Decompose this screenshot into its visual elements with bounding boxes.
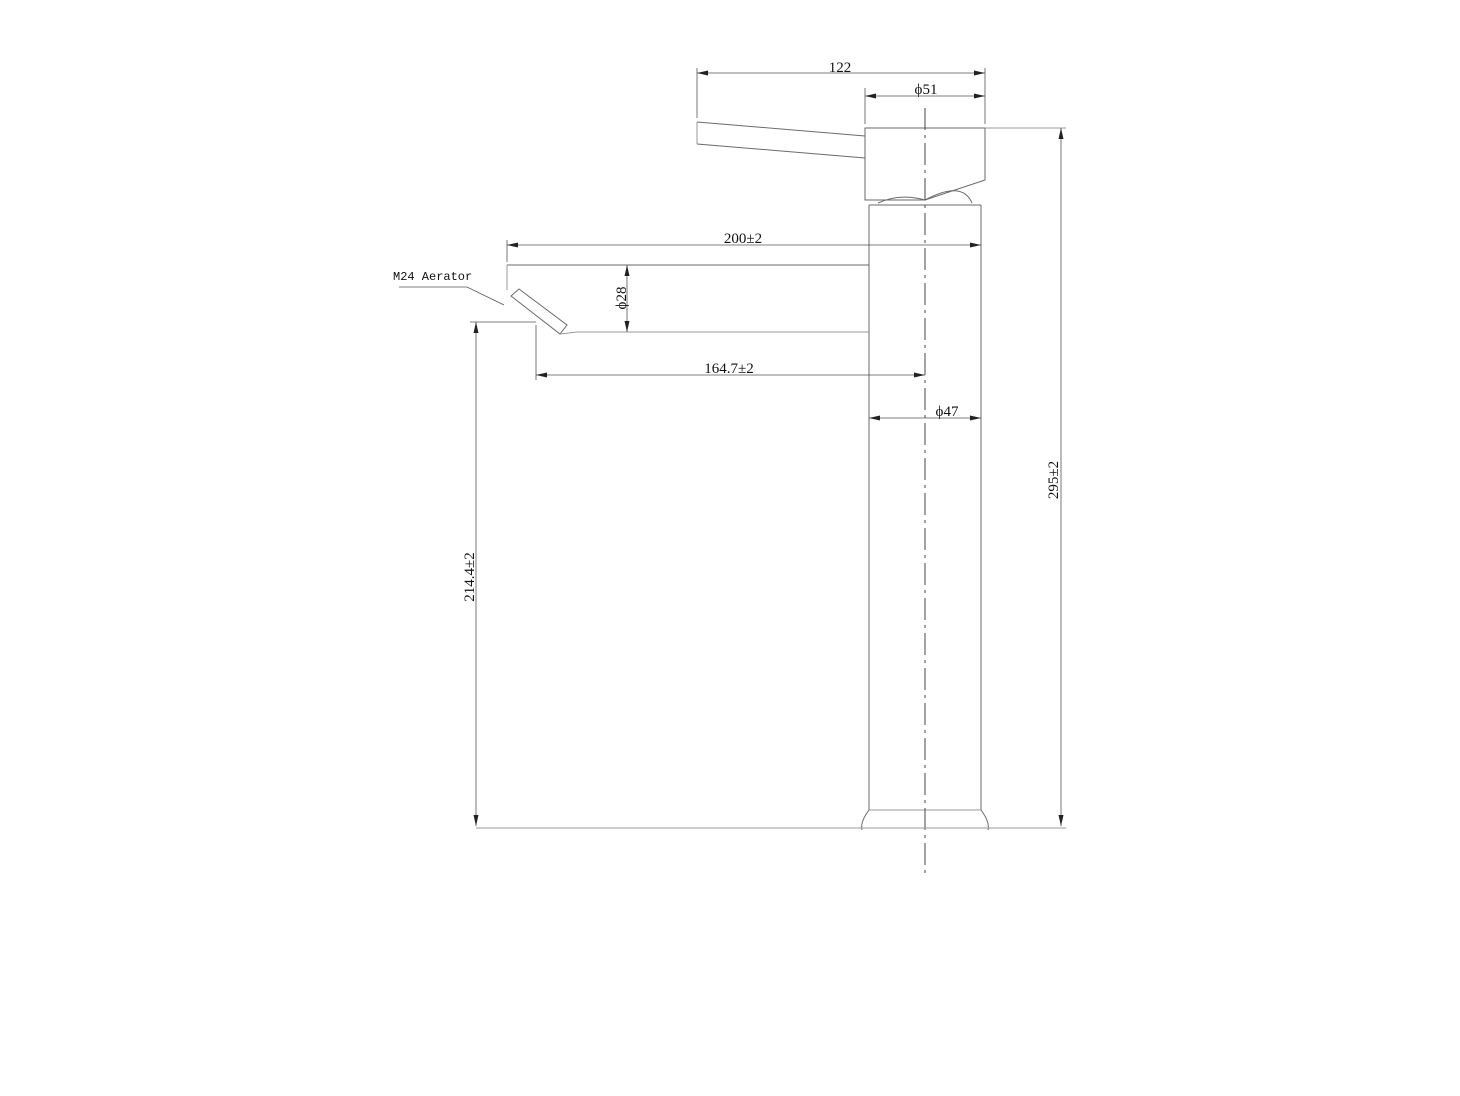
handle-block-arc-left [877, 196, 926, 204]
dim-spout-height-label: 214.4±2 [462, 552, 478, 601]
dim-total-height-label: 295±2 [1046, 461, 1062, 499]
body-base-left [861, 809, 870, 831]
dim-spout-height: 214.4±2 [462, 321, 536, 826]
aerator [510, 288, 568, 335]
aerator-callout: M24 Aerator [393, 270, 505, 306]
dim-spout-diameter-label: ϕ28 [614, 287, 630, 310]
dim-handle-length-label: 122 [829, 60, 852, 76]
dim-body-top-diameter: ϕ51 [864, 82, 985, 124]
dim-spout-reach: 164.7±2 [535, 325, 925, 380]
handle-block-arc [924, 190, 973, 204]
dim-spout-reach-label: 164.7±2 [704, 361, 753, 377]
handle-block [864, 127, 986, 201]
faucet-outline [506, 121, 989, 831]
dim-spout-length: 200±2 [506, 231, 981, 262]
handle-lever [696, 121, 866, 137]
aerator-tip [559, 331, 578, 335]
dim-body-top-diameter-label: ϕ51 [915, 82, 938, 98]
dim-body-diameter-label: ϕ47 [936, 404, 959, 420]
dim-spout-diameter: ϕ28 [614, 265, 630, 332]
dim-handle-length: 122 [696, 60, 986, 124]
dim-spout-length-label: 200±2 [724, 231, 762, 247]
dim-body-diameter: ϕ47 [869, 404, 981, 421]
dim-total-height: 295±2 [1046, 128, 1064, 826]
handle-lever-bottom [696, 143, 866, 159]
aerator-label: M24 Aerator [393, 270, 472, 284]
body-base-right [980, 809, 989, 831]
